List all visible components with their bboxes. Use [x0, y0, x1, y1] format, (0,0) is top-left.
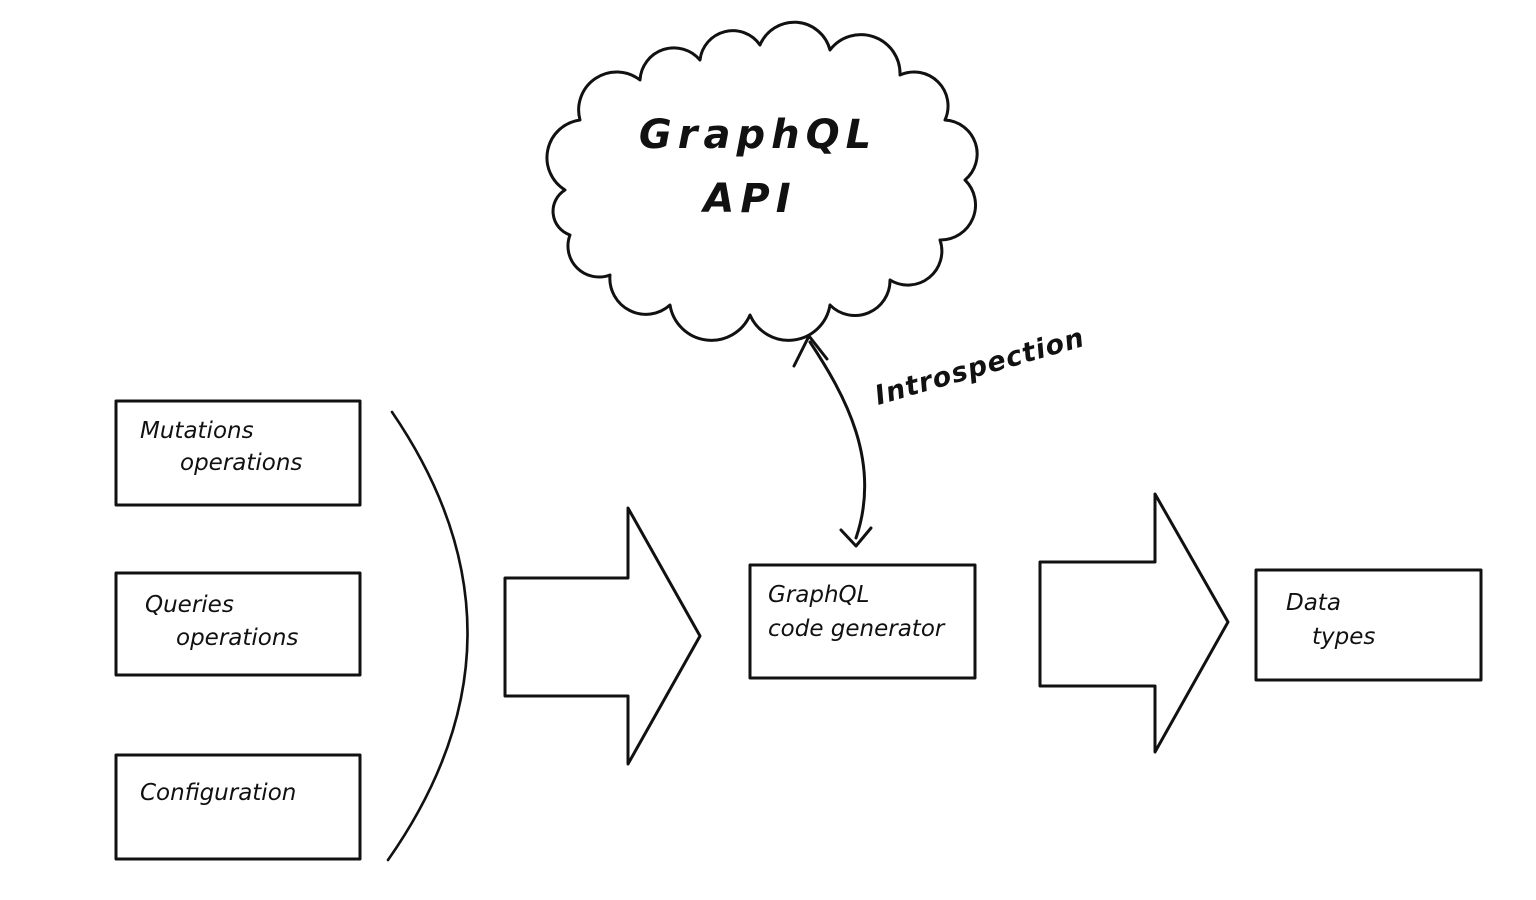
mutations-box: Mutations operations	[114, 399, 362, 507]
configuration-box-rect	[114, 753, 362, 861]
introspection-arrow: Introspection	[792, 322, 1088, 548]
mutations-box-label-line2: operations	[180, 450, 302, 476]
mutations-box-label-line1: Mutations	[140, 418, 254, 444]
graphql-api-cloud: GraphQL API	[545, 20, 979, 342]
data-types-box: Data types	[1254, 568, 1483, 682]
queries-box-label-line2: operations	[176, 625, 298, 651]
data-types-label-line1: Data	[1286, 590, 1341, 616]
introspection-arrowhead-bottom	[839, 526, 873, 548]
cloud-label-line1: GraphQL	[639, 112, 877, 158]
data-types-label-line2: types	[1312, 624, 1375, 650]
data-types-box-rect	[1254, 568, 1483, 682]
queries-box: Queries operations	[114, 571, 362, 677]
configuration-box: Configuration	[114, 753, 362, 861]
grouping-arc	[386, 410, 469, 862]
code-generator-label-line2: code generator	[768, 616, 946, 642]
introspection-label: Introspection	[871, 322, 1088, 412]
introspection-arrow-curve	[808, 340, 867, 540]
configuration-box-label: Configuration	[140, 780, 296, 806]
introspection-arrowhead-top	[792, 334, 829, 368]
cloud-label-line2: API	[700, 176, 796, 222]
queries-box-label-line1: Queries	[145, 592, 234, 618]
cloud-shape	[545, 20, 979, 342]
mutations-box-rect	[114, 399, 362, 507]
flow-arrow-left	[503, 506, 702, 766]
code-generator-label-line1: GraphQL	[768, 582, 869, 608]
code-generator-box-rect	[748, 563, 977, 680]
flow-arrow-right	[1038, 492, 1230, 754]
code-generator-box: GraphQL code generator	[748, 563, 977, 680]
queries-box-rect	[114, 571, 362, 677]
